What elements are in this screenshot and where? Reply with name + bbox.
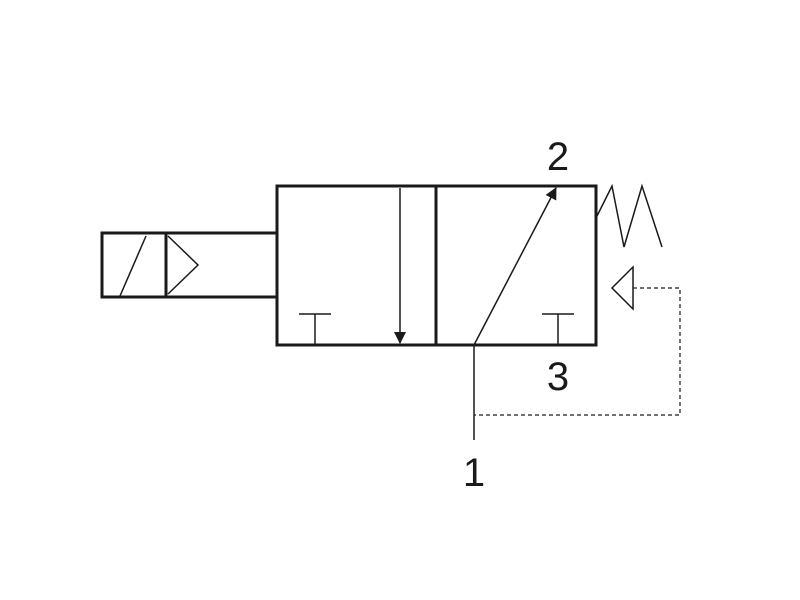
valve-position-right <box>434 184 598 347</box>
coil-winding-line <box>119 235 147 297</box>
solenoid-actuator-icon <box>100 231 279 299</box>
pilot-line-dashed <box>474 287 681 416</box>
valve-position-left <box>275 184 438 347</box>
valve-square-right <box>434 184 598 347</box>
solenoid-operator-box <box>164 231 279 299</box>
port-label-exhaust: 3 <box>547 355 569 399</box>
pilot-triangle-icon <box>610 265 634 311</box>
flow-arrow-diagonal <box>473 187 557 346</box>
return-spring-icon <box>596 183 663 248</box>
valve-square-left <box>275 184 438 347</box>
pilot-pressure-icon <box>474 265 681 416</box>
port-label-inlet: 1 <box>463 451 485 495</box>
port-label-outlet: 2 <box>547 135 569 179</box>
solenoid-triangle-icon <box>167 235 200 295</box>
